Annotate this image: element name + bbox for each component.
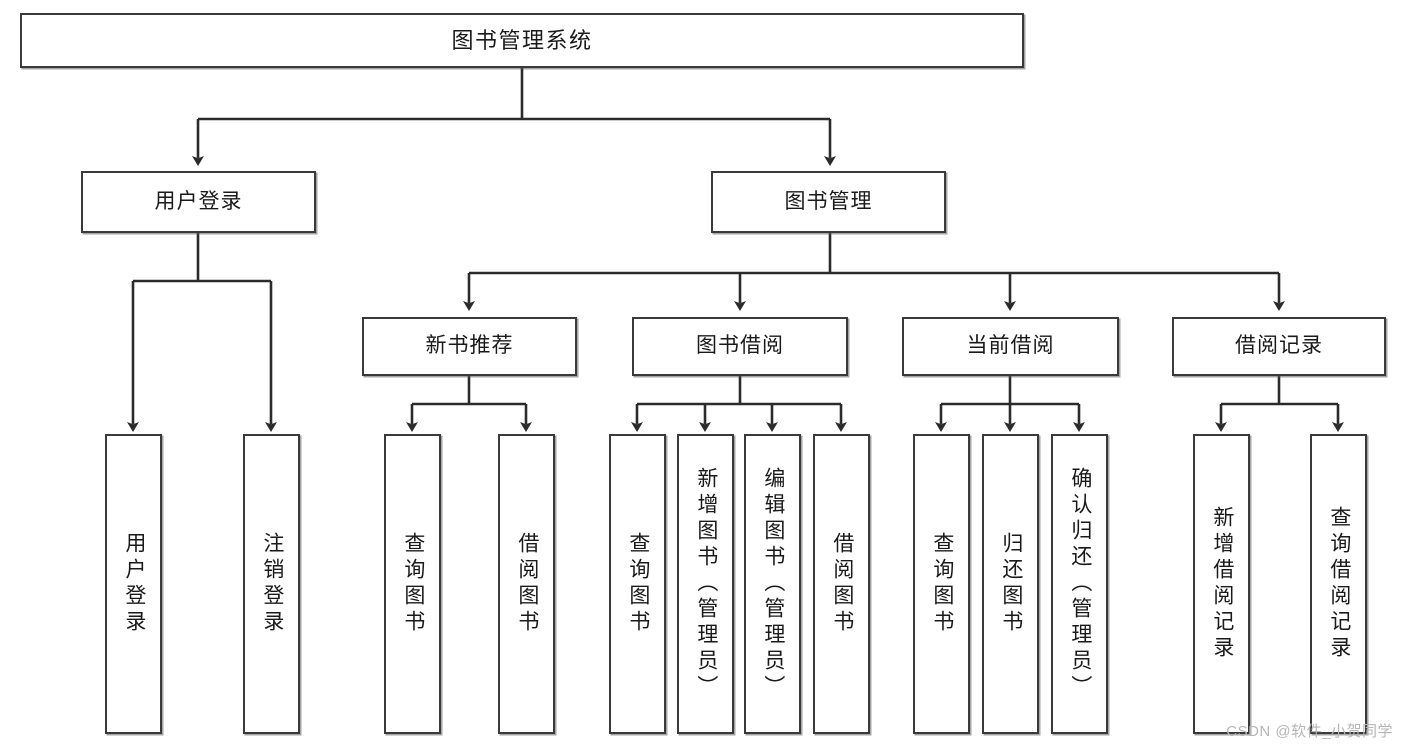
node-new-book-recommend[interactable]: 新书推荐 bbox=[362, 317, 577, 376]
node-label: 用户登录 bbox=[122, 532, 146, 636]
leaf-record-add-record[interactable]: 新增借阅记录 bbox=[1193, 434, 1250, 734]
leaf-borrow-edit-book[interactable]: 编辑图书（管理员） bbox=[744, 434, 801, 734]
node-label: 借阅图书 bbox=[830, 532, 854, 636]
node-label: 确认归还（管理员） bbox=[1068, 467, 1092, 701]
node-label: 借阅图书 bbox=[515, 532, 539, 636]
leaf-user-login-login[interactable]: 用户登录 bbox=[105, 434, 162, 734]
node-label: 新增图书（管理员） bbox=[694, 467, 718, 701]
node-label: 用户登录 bbox=[154, 189, 243, 213]
watermark-credit: CSDN @软件_小贺同学 bbox=[1226, 723, 1393, 740]
node-label: 注销登录 bbox=[260, 532, 284, 636]
node-book-management[interactable]: 图书管理 bbox=[711, 171, 946, 233]
leaf-record-query-record[interactable]: 查询借阅记录 bbox=[1310, 434, 1367, 734]
node-label: 新增借阅记录 bbox=[1210, 506, 1234, 662]
node-label: 编辑图书（管理员） bbox=[761, 467, 785, 701]
node-label: 归还图书 bbox=[999, 532, 1023, 636]
leaf-recommend-borrow-book[interactable]: 借阅图书 bbox=[498, 434, 555, 734]
leaf-recommend-query-book[interactable]: 查询图书 bbox=[384, 434, 441, 734]
leaf-borrow-query-book[interactable]: 查询图书 bbox=[609, 434, 666, 734]
node-root-system[interactable]: 图书管理系统 bbox=[20, 13, 1024, 68]
node-label: 查询图书 bbox=[930, 532, 954, 636]
node-label: 查询图书 bbox=[401, 532, 425, 636]
leaf-borrow-add-book[interactable]: 新增图书（管理员） bbox=[677, 434, 734, 734]
node-borrow-record[interactable]: 借阅记录 bbox=[1172, 317, 1386, 376]
leaf-current-confirm-return[interactable]: 确认归还（管理员） bbox=[1051, 434, 1108, 734]
leaf-current-return-book[interactable]: 归还图书 bbox=[982, 434, 1039, 734]
node-label: 图书管理系统 bbox=[451, 27, 593, 53]
leaf-user-login-logout[interactable]: 注销登录 bbox=[243, 434, 300, 734]
node-book-borrow[interactable]: 图书借阅 bbox=[632, 317, 848, 376]
node-label: 查询图书 bbox=[626, 532, 650, 636]
leaf-borrow-borrow-book[interactable]: 借阅图书 bbox=[813, 434, 870, 734]
node-label: 查询借阅记录 bbox=[1327, 506, 1351, 662]
node-label: 借阅记录 bbox=[1235, 334, 1323, 358]
node-label: 新书推荐 bbox=[425, 334, 514, 358]
node-user-login[interactable]: 用户登录 bbox=[81, 171, 316, 233]
node-label: 当前借阅 bbox=[966, 334, 1055, 358]
node-current-borrow[interactable]: 当前借阅 bbox=[902, 317, 1119, 376]
node-label: 图书借阅 bbox=[696, 334, 784, 358]
leaf-current-query-book[interactable]: 查询图书 bbox=[913, 434, 970, 734]
node-label: 图书管理 bbox=[784, 189, 873, 213]
